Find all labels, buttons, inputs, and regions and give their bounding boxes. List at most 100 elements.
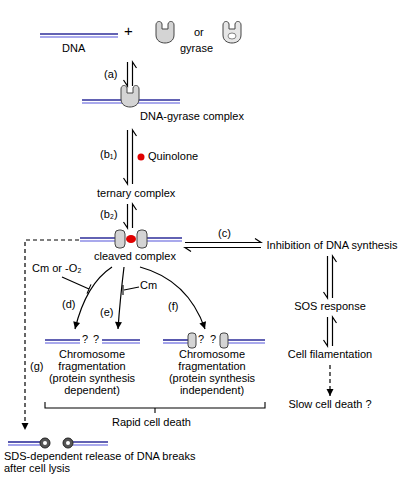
gyrase-half <box>220 333 228 348</box>
connector-line <box>324 317 337 346</box>
gyrase-half <box>115 230 125 248</box>
annotation-label: Cm or -O₂ <box>32 262 82 274</box>
arrow-head <box>22 423 29 430</box>
connector-line <box>324 256 337 298</box>
arrow-head <box>327 389 334 396</box>
quinolone-dot <box>138 154 145 161</box>
connector-line <box>124 130 137 184</box>
connector-line <box>140 267 205 329</box>
connector-line <box>118 267 124 329</box>
reaction-arrow <box>185 239 261 252</box>
dna-strand-line <box>45 342 80 344</box>
step-label: (a) <box>104 68 117 80</box>
inhibition-bar <box>62 277 91 294</box>
node-label: SOS response <box>290 300 370 312</box>
dna-strand-line <box>228 339 265 341</box>
connector-line <box>75 267 112 329</box>
gyrase-outline <box>156 21 174 43</box>
dna-strand-line <box>8 441 40 443</box>
step-label: (f) <box>168 300 178 312</box>
node-label: Chromosome fragmentation (protein synthe… <box>162 348 262 396</box>
state-node: Slow cell death ? <box>280 398 380 413</box>
arrow-head <box>73 321 80 329</box>
bound-protein-center <box>66 441 70 445</box>
node-label: cleaved complex <box>94 250 176 262</box>
node-label: or <box>194 26 204 38</box>
state-node: Cell filamentation <box>280 348 380 363</box>
node-label: DNA-gyrase complex <box>140 110 244 122</box>
node-label: DNA <box>62 42 85 54</box>
bound-protein-center <box>43 441 47 445</box>
dna-strand-line <box>102 339 140 341</box>
annotation-label: Quinolone <box>148 150 198 162</box>
dna-strand <box>40 34 118 37</box>
reaction-arrow <box>324 317 337 346</box>
dna-strand-line <box>163 339 190 341</box>
dna-strand-line <box>45 339 80 341</box>
state-node: Chromosome fragmentation (protein synthe… <box>42 330 142 400</box>
reaction-arrow <box>115 267 124 329</box>
reaction-arrow <box>124 204 137 228</box>
state-node: Inhibition of DNA synthesis <box>264 238 400 254</box>
step-label: (b₁) <box>100 148 117 160</box>
dna-strand-line <box>102 342 140 344</box>
dna-fragment <box>8 442 108 445</box>
node-label: + <box>124 22 133 39</box>
annotation-label: Cm <box>140 279 157 291</box>
gyrase-half <box>137 230 147 248</box>
step-label: (c) <box>218 227 231 239</box>
bound-protein <box>40 438 50 448</box>
state-node: DNA + or gyrase <box>40 20 255 60</box>
connector-line <box>185 239 261 252</box>
gyrase-outline <box>223 21 241 43</box>
state-node: DNA-gyrase complex <box>82 88 242 128</box>
node-label: Slow cell death ? <box>280 398 380 410</box>
gyrase-detail <box>228 33 236 39</box>
inhibition-bar <box>123 285 139 295</box>
gyrase-outline <box>121 85 139 107</box>
dna-strand-line <box>40 33 118 35</box>
step-label: (e) <box>100 306 113 318</box>
step-label: (g) <box>30 360 43 372</box>
connector-line <box>124 62 137 86</box>
node-label: SDS-dependent release of DNA breaks afte… <box>4 450 204 474</box>
dna-strand-line <box>8 444 40 446</box>
bound-protein <box>63 438 73 448</box>
reaction-arrow <box>327 365 334 396</box>
quinolone-dot <box>126 235 136 243</box>
dna-strand-line <box>73 441 108 443</box>
gyrase-symbol <box>121 85 139 107</box>
dna-strand-line <box>40 36 118 38</box>
node-label: gyrase <box>180 42 213 54</box>
annotation-label: ? <box>82 333 88 345</box>
annotation-label: ? <box>93 333 99 345</box>
reaction-arrow <box>73 267 112 329</box>
step-label: (d) <box>62 298 75 310</box>
gyrase-symbol <box>223 21 241 43</box>
step-label: (b₂) <box>100 208 118 220</box>
annotation-label: Rapid cell death <box>112 416 191 428</box>
state-node: cleaved complex <box>80 230 182 266</box>
dna-strand-line <box>73 444 108 446</box>
arrow-head <box>199 321 206 329</box>
gyrase-half <box>188 333 196 348</box>
state-node: SOS response <box>290 300 370 315</box>
dna-strand-line <box>163 342 190 344</box>
gyrase-symbol <box>156 21 174 43</box>
reaction-arrow <box>124 62 137 86</box>
group-bracket <box>45 402 265 413</box>
node-label: ternary complex <box>97 187 175 199</box>
reaction-arrow <box>324 256 337 298</box>
node-label: Cell filamentation <box>280 348 380 360</box>
reaction-arrow <box>124 130 137 184</box>
state-node: ternary complex <box>97 186 197 202</box>
annotation-label: ? <box>198 333 204 345</box>
dna-strand-line <box>228 342 265 344</box>
arrow-head <box>115 322 122 329</box>
node-label: Inhibition of DNA synthesis <box>264 239 400 251</box>
node-label: Chromosome fragmentation (protein synthe… <box>42 348 142 396</box>
connector-line <box>124 204 137 228</box>
annotation-label: ? <box>210 333 216 345</box>
